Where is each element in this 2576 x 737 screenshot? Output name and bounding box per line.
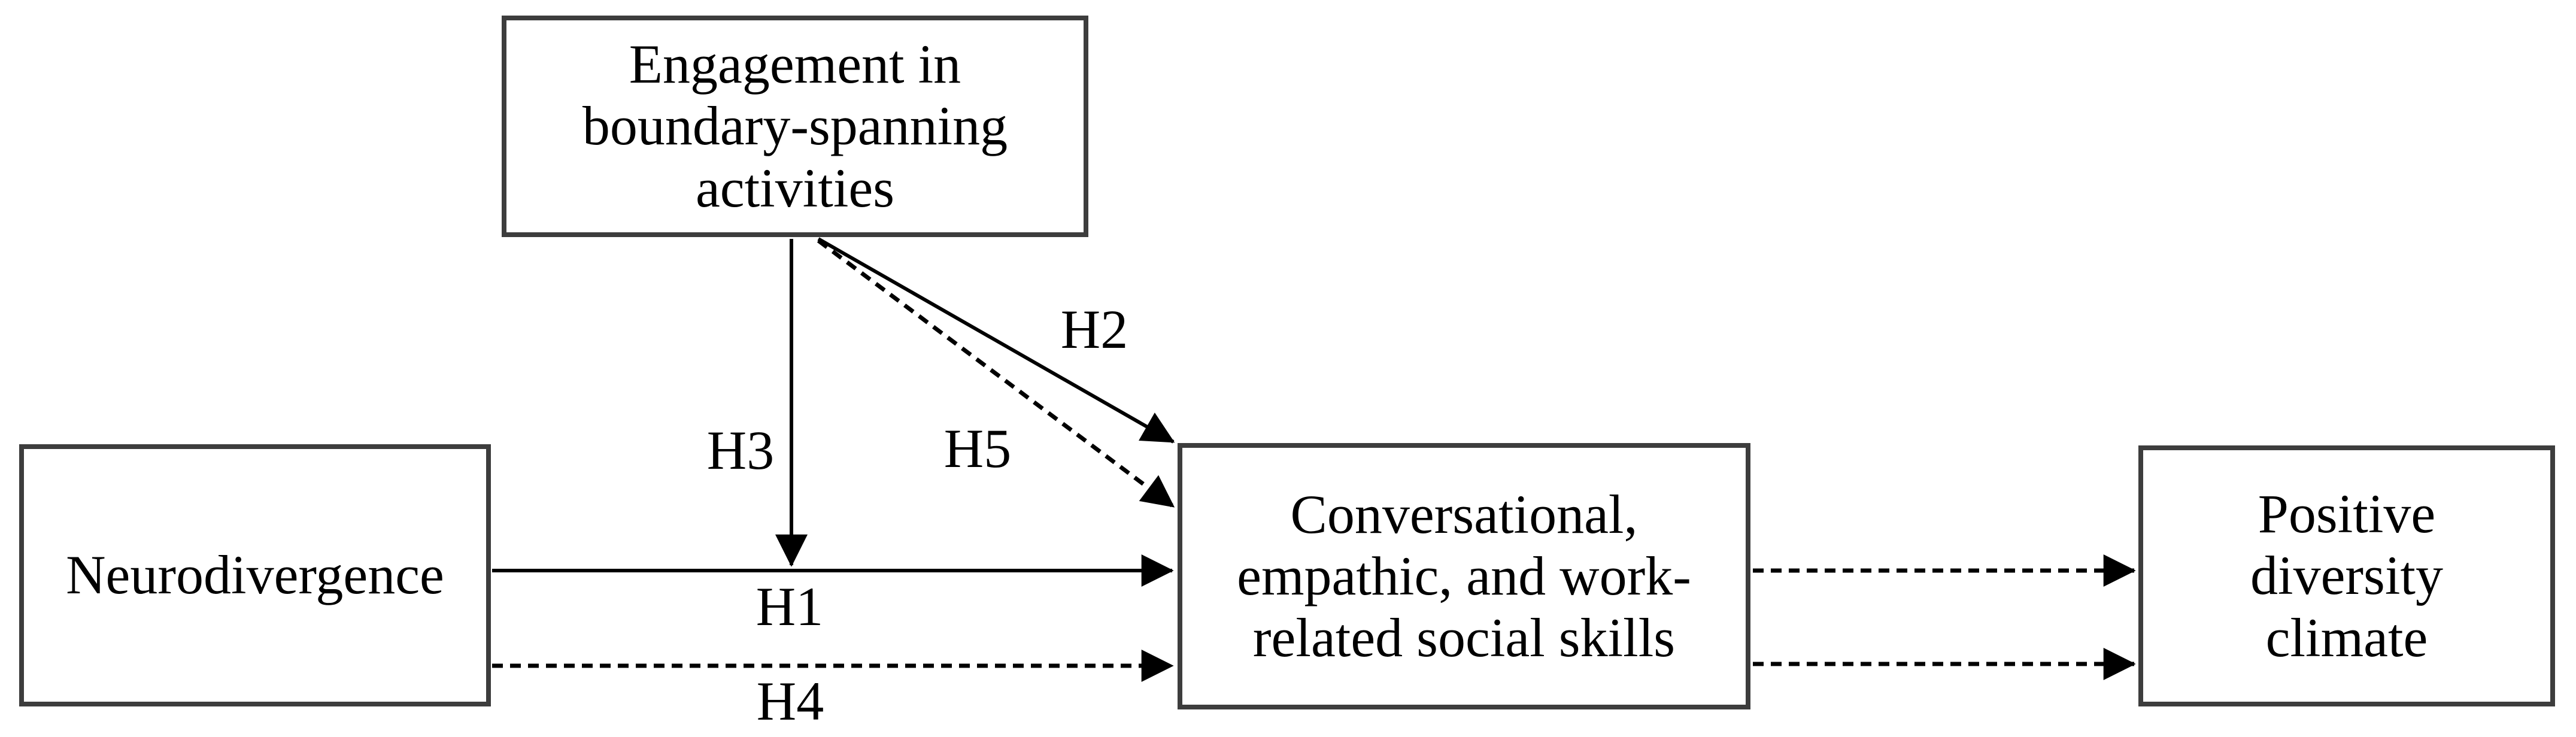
node-engagement-label: Engagement in boundary-spanning activiti… [582,34,1008,219]
edge-h2-line [817,237,1175,444]
edge-h1-label: H1 [755,576,824,637]
edge-h3-label: H3 [706,420,775,481]
node-engagement-box: Engagement in boundary-spanning activiti… [502,16,1088,237]
node-diversity-climate-label: Positive diversity climate [2250,483,2443,668]
node-social-skills-label: Conversational, empathic, and work- rela… [1237,483,1691,669]
node-social-skills-box: Conversational, empathic, and work- rela… [1178,443,1750,709]
edge-h4-label: H4 [756,671,824,732]
edge-h5-label: H5 [943,418,1012,479]
node-neurodivergence-box: Neurodivergence [19,444,491,706]
node-diversity-climate-box: Positive diversity climate [2138,445,2555,706]
edge-h2-label: H2 [1060,299,1128,360]
edge-h5-line [817,239,1175,508]
node-neurodivergence-label: Neurodivergence [66,544,444,606]
